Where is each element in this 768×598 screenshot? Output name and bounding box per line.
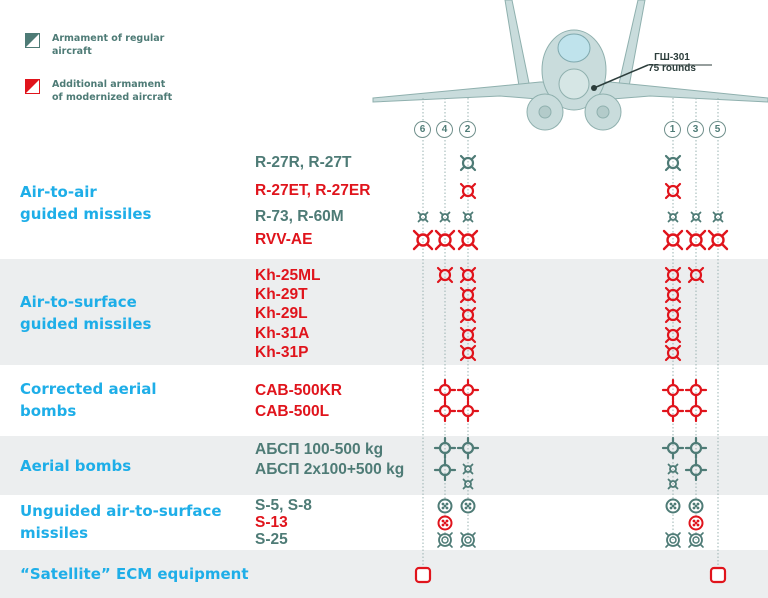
- weapon-r73-r60m: R-73, R-60M: [255, 208, 344, 225]
- weapon-kh31p: Kh-31P: [255, 344, 309, 361]
- category-aerial-bombs: Aerial bombs: [20, 457, 132, 475]
- weapon-s13: S-13: [255, 514, 288, 531]
- weapon-absp-2x100-500: АБСП 2x100+500 kg: [255, 461, 405, 478]
- station-5: 5: [709, 121, 726, 138]
- station-6: 6: [414, 121, 431, 138]
- station-3: 3: [687, 121, 704, 138]
- category-ecm: “Satellite” ECM equipment: [20, 565, 249, 583]
- legend-modernized-label: Additional armament of modernized aircra…: [52, 79, 173, 103]
- weapon-s5-s8: S-5, S-8: [255, 497, 312, 514]
- station-4: 4: [436, 121, 453, 138]
- category-unguided-missiles: Unguided air-to-surface missiles: [20, 502, 222, 542]
- station-2: 2: [459, 121, 476, 138]
- band-aerial-bombs: [0, 436, 768, 495]
- station-1: 1: [664, 121, 681, 138]
- legend-regular-label: Armament of regular aircraft: [52, 33, 165, 57]
- band-ecm: [0, 550, 768, 598]
- gun-label: ГШ-301 75 rounds: [648, 52, 696, 74]
- modernized-armament-swatch-icon: [25, 79, 40, 94]
- weapon-r27r-r27t: R-27R, R-27T: [255, 154, 352, 171]
- weapon-s25: S-25: [255, 531, 288, 548]
- category-air-to-surface: Air-to-surface guided missiles: [20, 293, 152, 333]
- category-air-to-air: Air-to-air guided missiles: [20, 183, 152, 223]
- weapon-cab500kr: CAB-500KR: [255, 382, 342, 399]
- weapon-kh29t: Kh-29T: [255, 286, 308, 303]
- weapon-cab500l: CAB-500L: [255, 403, 330, 420]
- mig29-aircraft-illustration: [372, 0, 768, 131]
- regular-armament-swatch-icon: [25, 33, 40, 48]
- weapon-rvv-ae: RVV-AE: [255, 231, 313, 248]
- weapon-r27et-r27er: R-27ET, R-27ER: [255, 182, 371, 199]
- weapon-absp-100-500: АБСП 100-500 kg: [255, 441, 384, 458]
- weapon-kh29l: Kh-29L: [255, 305, 308, 322]
- band-air-to-surface: [0, 259, 768, 365]
- category-corrected-bombs: Corrected aerial bombs: [20, 380, 157, 420]
- weapon-kh31a: Kh-31A: [255, 325, 310, 342]
- weapon-kh25ml: Kh-25ML: [255, 267, 321, 284]
